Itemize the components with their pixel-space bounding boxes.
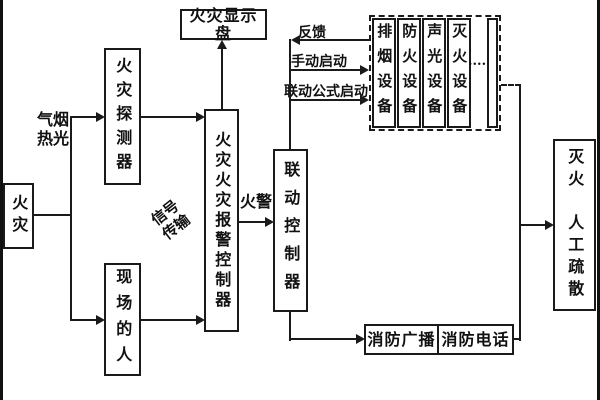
left-edge-bar — [0, 0, 3, 400]
arrowhead-to-display — [217, 40, 227, 49]
connector-to-detector — [70, 116, 96, 118]
label-fire-alarm: 火警 — [240, 192, 273, 211]
connector-right-riser — [519, 84, 521, 341]
node-display-panel: 火灾显示盘 — [180, 7, 267, 42]
connector-to-broadcast — [289, 338, 356, 340]
node-outcome-extinguish-evacuate: 灭火 人工疏散 — [553, 139, 596, 311]
label-feedback: 反馈 — [298, 25, 326, 41]
node-fire-protection-equipment: 防火设备 — [397, 18, 421, 128]
node-scene-people: 现场的人 — [104, 263, 141, 376]
connector-fire-split-riser — [70, 116, 72, 321]
label-signal-transfer: 信号传输 — [147, 196, 194, 244]
connector-people-to-controller — [141, 319, 196, 321]
connector-linkage-formula-start — [289, 99, 361, 101]
arrowhead-to-linkage — [265, 217, 274, 227]
node-fire-detector: 火灾探测器 — [104, 48, 141, 185]
right-edge-bar — [597, 0, 600, 400]
node-fire-telephone: 消防电话 — [437, 324, 514, 355]
equipment-box-empty — [487, 18, 498, 128]
arrowhead-people-to-controller — [196, 315, 205, 325]
connector-to-people — [70, 319, 96, 321]
connector-manual-start — [289, 69, 361, 71]
node-fire: 火灾 — [3, 183, 34, 249]
label-manual-start: 手动启动 — [291, 54, 347, 70]
connector-detector-to-controller — [141, 116, 196, 118]
node-extinguishing-equipment: 灭火设备 — [447, 18, 471, 128]
arrowhead-to-outcome — [545, 220, 554, 230]
arrowhead-linkage-formula-start — [360, 95, 369, 105]
connector-equipment-to-riser — [501, 84, 521, 86]
label-linkage-formula-start: 联动公式启动 — [284, 84, 368, 100]
arrowhead-detector-to-controller — [196, 112, 205, 122]
arrowhead-to-people — [96, 315, 105, 325]
connector-feedback — [300, 39, 369, 41]
arrowhead-to-detector — [96, 112, 105, 122]
equipment-group-frame — [369, 15, 501, 131]
arrowhead-feedback — [291, 35, 300, 45]
arrowhead-manual-start — [360, 65, 369, 75]
node-sound-light-equipment: 声光设备 — [422, 18, 446, 128]
connector-telephone-to-riser — [514, 338, 521, 340]
label-stimulus: 气烟热光 — [37, 110, 70, 149]
node-smoke-exhaust-equipment: 排烟设备 — [372, 18, 396, 128]
node-linkage-controller: 联动控制器 — [273, 149, 308, 312]
node-alarm-controller: 火灾火灾报警控制器 — [204, 109, 239, 332]
connector-linkage-up-riser — [289, 39, 291, 149]
connector-controller-to-linkage — [239, 221, 265, 223]
connector-fire-out — [34, 214, 72, 216]
connector-to-outcome — [519, 224, 545, 226]
node-fire-broadcast: 消防广播 — [364, 324, 439, 355]
arrowhead-to-broadcast — [356, 334, 365, 344]
connector-controller-to-display — [221, 46, 223, 109]
connector-linkage-down — [289, 312, 291, 341]
